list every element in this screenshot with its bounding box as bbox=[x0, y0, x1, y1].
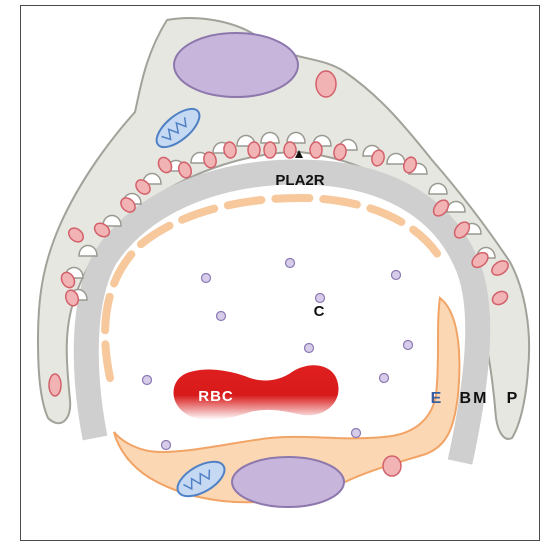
antigen-deposit-icon bbox=[263, 141, 277, 159]
antigen-deposits bbox=[48, 70, 509, 477]
antigen-deposit-icon bbox=[471, 251, 489, 269]
label-endothelium: E bbox=[431, 390, 442, 407]
mitochondrion-icon bbox=[176, 460, 226, 498]
label-lumen: C bbox=[314, 303, 325, 320]
plasma-protein-icon bbox=[303, 342, 315, 354]
antigen-deposit-icon bbox=[491, 290, 509, 306]
antigen-deposit-icon bbox=[64, 289, 80, 307]
antigen-deposit-icon bbox=[60, 271, 76, 289]
label-red-cell: RBC bbox=[198, 388, 234, 405]
antigen-deposit-icon bbox=[283, 141, 297, 159]
antigen-deposit-icon bbox=[491, 260, 509, 276]
foot-process-icon bbox=[260, 131, 280, 144]
antigen-deposit-icon bbox=[120, 197, 136, 213]
antigen-deposit-icon bbox=[333, 143, 347, 161]
plasma-protein-icon bbox=[200, 272, 212, 284]
nucleus-icon bbox=[173, 32, 299, 98]
plasma-protein-icon bbox=[314, 292, 326, 304]
foot-processes bbox=[64, 131, 496, 301]
plasma-protein-icon bbox=[378, 372, 390, 384]
mitochondrion-icon bbox=[155, 107, 201, 149]
diagram-frame bbox=[20, 5, 540, 541]
antigen-deposit-icon bbox=[371, 149, 385, 167]
plasma-protein-icon bbox=[402, 339, 414, 351]
antigen-deposit-icon bbox=[432, 199, 450, 217]
label-podocyte: P bbox=[507, 390, 518, 407]
antigen-deposit-icon bbox=[402, 156, 418, 174]
antigen-deposit-icon bbox=[48, 373, 62, 397]
antigen-deposit-icon bbox=[135, 179, 151, 195]
antigen-deposit-icon bbox=[157, 156, 173, 174]
plasma-protein-icon bbox=[350, 427, 362, 439]
antigen-deposit-icon bbox=[203, 151, 217, 169]
plasma-protein-icon bbox=[141, 374, 153, 386]
foot-process-icon bbox=[428, 182, 448, 195]
antigen-deposit-icon bbox=[93, 222, 111, 238]
arrow-up-icon bbox=[295, 150, 303, 158]
antigen-deposit-icon bbox=[223, 141, 237, 159]
label-basement-membrane: BM bbox=[460, 390, 489, 407]
red-blood-cell bbox=[173, 365, 339, 420]
foot-process-icon bbox=[78, 244, 98, 257]
plasma-protein-icon bbox=[390, 269, 402, 281]
antigen-deposit-icon bbox=[247, 141, 261, 159]
antigen-deposit-icon bbox=[315, 70, 337, 98]
plasma-protein-icon bbox=[215, 310, 227, 322]
antigen-deposit-icon bbox=[68, 227, 84, 243]
foot-process-icon bbox=[286, 131, 306, 144]
plasma-proteins bbox=[141, 257, 414, 451]
antigen-deposit-icon bbox=[309, 141, 323, 159]
endothelium-fenestrated bbox=[101, 193, 444, 382]
label-receptor: PLA2R bbox=[275, 172, 324, 189]
antigen-deposit-icon bbox=[382, 455, 402, 477]
plasma-protein-icon bbox=[160, 439, 172, 451]
antigen-deposit-icon bbox=[177, 161, 193, 179]
foot-process-icon bbox=[102, 214, 122, 227]
endothelial-cell bbox=[113, 296, 461, 504]
nucleus-icon bbox=[231, 456, 345, 508]
plasma-protein-icon bbox=[284, 257, 296, 269]
antigen-deposit-icon bbox=[453, 221, 471, 239]
basement-membrane bbox=[73, 159, 491, 465]
